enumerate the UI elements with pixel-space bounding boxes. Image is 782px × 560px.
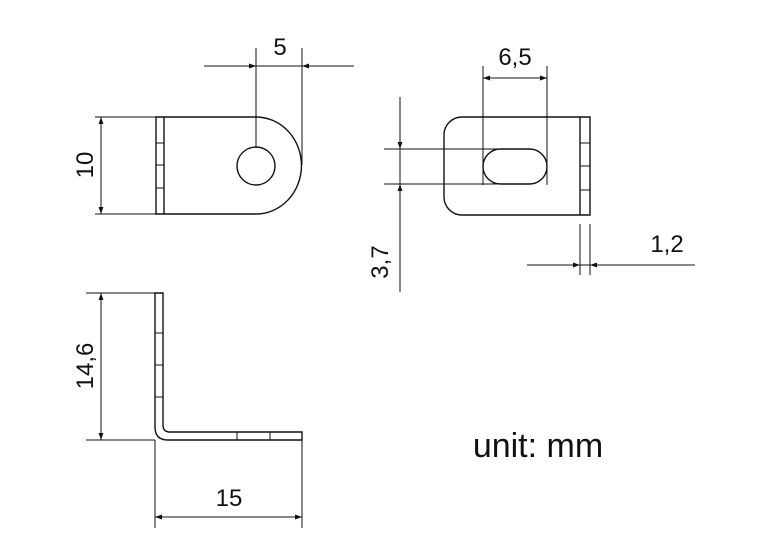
- dim-side-height-label: 14,6: [72, 343, 99, 390]
- dim-slot-width-label: 3,7: [367, 245, 394, 278]
- slot-view-outline: [443, 116, 591, 216]
- dim-slot-length-label: 6,5: [498, 44, 531, 71]
- unit-label: unit: mm: [473, 427, 603, 465]
- dim-side-height: 14,6: [72, 292, 155, 441]
- front-view: [155, 116, 303, 215]
- slot-view: [443, 116, 591, 216]
- dim-left-height-label: 10: [72, 152, 99, 179]
- dim-thickness-label: 1,2: [650, 231, 683, 258]
- front-view-outline: [155, 116, 303, 215]
- dim-top-width: 5: [204, 34, 354, 165]
- dim-side-length: 15: [154, 440, 303, 528]
- dim-slot-width: 3,7: [367, 97, 500, 292]
- round-hole: [236, 146, 276, 186]
- dim-side-length-label: 15: [216, 485, 243, 512]
- side-view: [154, 292, 303, 441]
- dim-left-height: 10: [72, 116, 156, 215]
- dim-thickness: 1,2: [527, 224, 695, 275]
- slot-hole: [482, 148, 548, 185]
- dim-slot-length: 6,5: [482, 44, 548, 185]
- dim-top-width-label: 5: [273, 34, 286, 61]
- side-view-outline: [154, 292, 303, 441]
